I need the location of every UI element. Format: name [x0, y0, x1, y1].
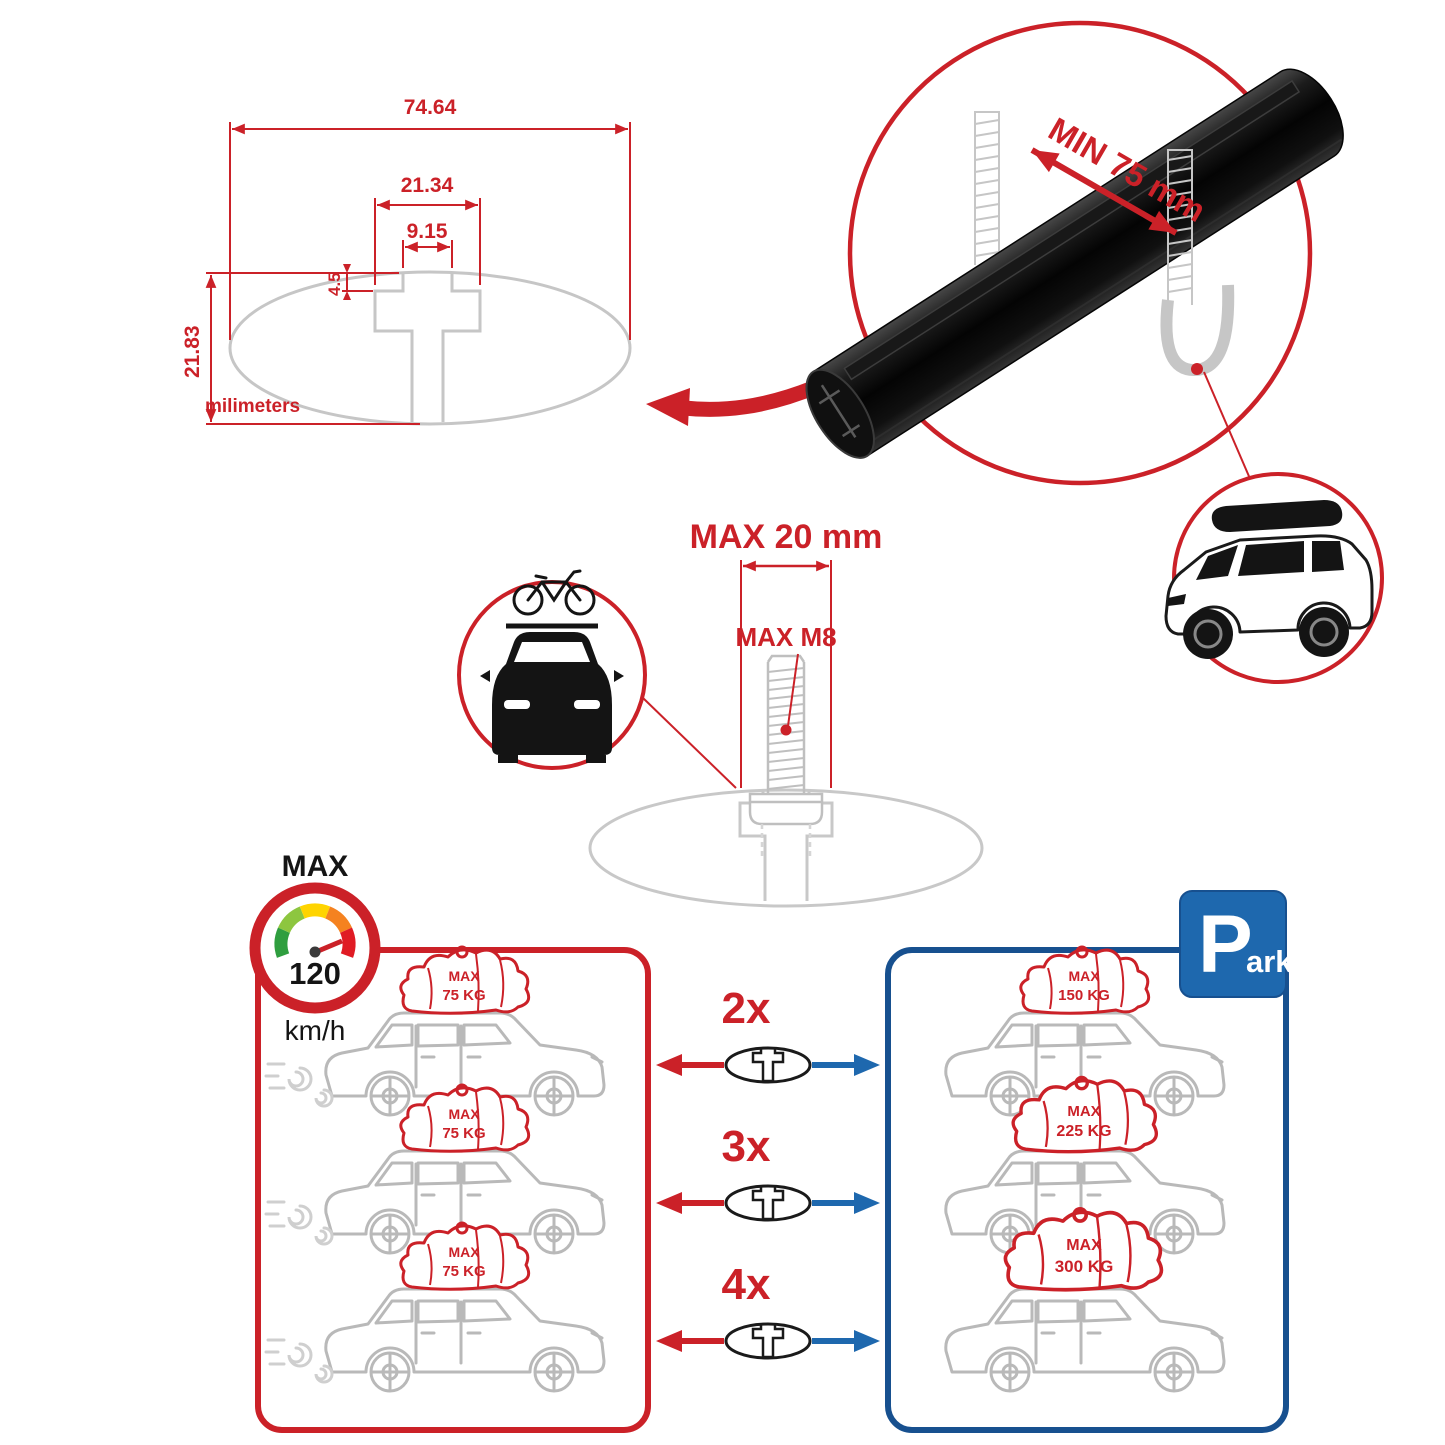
arrow-right-head-3	[854, 1330, 880, 1352]
park-letter: P	[1198, 899, 1253, 990]
dim-total-width: 74.64	[404, 96, 457, 119]
car-moving-3	[324, 1287, 606, 1393]
speed-max-label: MAX	[282, 850, 349, 883]
crossbar-profile-icon-3	[724, 1322, 812, 1360]
thread-callout-dot	[780, 724, 792, 736]
load-comparison-section: MAX 120 km/h P ark	[249, 850, 1293, 1433]
multiplier-3: 4x	[722, 1260, 771, 1309]
thread-callout-line	[787, 653, 799, 727]
speed-value: 120	[289, 956, 341, 991]
bolt-diagram-section: MAX 20 mm MAX M8	[457, 518, 984, 908]
speed-units: km/h	[285, 1015, 346, 1046]
dimension-lines	[205, 122, 631, 425]
roofbox-car-inset	[1164, 472, 1384, 684]
multiplier-1: 2x	[722, 984, 771, 1033]
inset-leader-line	[642, 697, 737, 789]
park-sign-plate	[1179, 890, 1287, 998]
speed-swirls-1	[264, 1062, 334, 1108]
dim-channel-width: 21.34	[401, 174, 454, 197]
parked-cars: MAX 150 KG MAX 225 KG MAX 300 KG	[944, 945, 1226, 1393]
dim-arrow	[343, 264, 351, 273]
parked-load-label-2: MAX	[1067, 1103, 1100, 1120]
park-sign: P ark	[1179, 890, 1293, 998]
bike-icon	[512, 569, 596, 616]
dim-total-height: 21.83	[181, 325, 204, 378]
profile-dimension-diagram: 74.64 21.34 9.15 4.5 21.83 milimeters	[181, 96, 821, 426]
parked-load-value-2: 225 KG	[1056, 1123, 1111, 1140]
car-front-silhouette	[480, 632, 624, 763]
moving-load-value-2: 75 KG	[442, 1125, 485, 1142]
speed-swirls-3	[264, 1338, 334, 1384]
dynamic-load-panel	[255, 947, 651, 1433]
dim-slot-width: 9.15	[407, 220, 448, 243]
crossbar-profile-icon-2	[724, 1184, 812, 1222]
gauge-hub	[309, 946, 321, 958]
pointer-arrow-head	[646, 388, 690, 426]
arrow-right-head-2	[854, 1192, 880, 1214]
parked-load-value-1: 150 KG	[1058, 987, 1110, 1004]
profile-t-slot	[373, 273, 482, 422]
inset-leader-line	[1203, 371, 1252, 482]
moving-load-label-1: MAX	[448, 968, 480, 984]
suv-headlight	[1168, 594, 1186, 606]
dim-arrow	[343, 291, 351, 300]
roof-box	[1211, 500, 1343, 532]
moving-load-label-2: MAX	[448, 1106, 480, 1122]
max-thread-label: MAX M8	[735, 622, 836, 652]
dim-units-label: milimeters	[205, 396, 300, 417]
dim-lip-depth: 4.5	[325, 272, 344, 296]
moving-load-label-3: MAX	[448, 1244, 480, 1260]
parked-load-value-3: 300 KG	[1055, 1257, 1114, 1276]
parked-load-label-1: MAX	[1068, 968, 1100, 984]
min-spacing-arrow	[1030, 147, 1178, 236]
arrow-left-head-1	[656, 1054, 682, 1076]
u-bolt-leg-rear	[974, 111, 1000, 265]
arrow-left-head-2	[656, 1192, 682, 1214]
multiplier-rows: 2x 3x 4x	[656, 984, 880, 1360]
moving-cars: MAX 75 KG MAX 75 KG MAX 75 KG	[264, 945, 606, 1393]
t-nut-head	[748, 792, 824, 826]
gauge-arc	[274, 903, 356, 958]
attachment-point-dot	[1191, 363, 1203, 375]
speed-swirls-2	[264, 1200, 334, 1246]
crossbar-render-section: MIN 75 mm	[805, 20, 1384, 684]
max-slot-label: MAX 20 mm	[690, 518, 883, 556]
moving-load-value-1: 75 KG	[442, 987, 485, 1004]
suv-windows	[1196, 541, 1344, 580]
moving-load-value-3: 75 KG	[442, 1263, 485, 1280]
arrow-right-head-1	[854, 1054, 880, 1076]
profile-ellipse	[228, 270, 632, 426]
max-slot-extensions	[740, 560, 832, 788]
speed-limit-gauge: MAX 120 km/h	[249, 850, 381, 1046]
park-rest: ark	[1246, 944, 1293, 979]
slot-profile-ellipse	[588, 788, 984, 908]
t-bolt	[748, 654, 824, 858]
bike-car-inset	[457, 569, 737, 789]
suv-wheels	[1183, 607, 1349, 659]
parked-load-label-3: MAX	[1066, 1237, 1102, 1254]
multiplier-2: 3x	[722, 1122, 771, 1171]
pointer-arrow-body	[683, 379, 821, 417]
arrow-left-head-3	[656, 1330, 682, 1352]
crossbar-profile-icon-1	[724, 1046, 812, 1084]
car-parked-3	[944, 1287, 1226, 1393]
